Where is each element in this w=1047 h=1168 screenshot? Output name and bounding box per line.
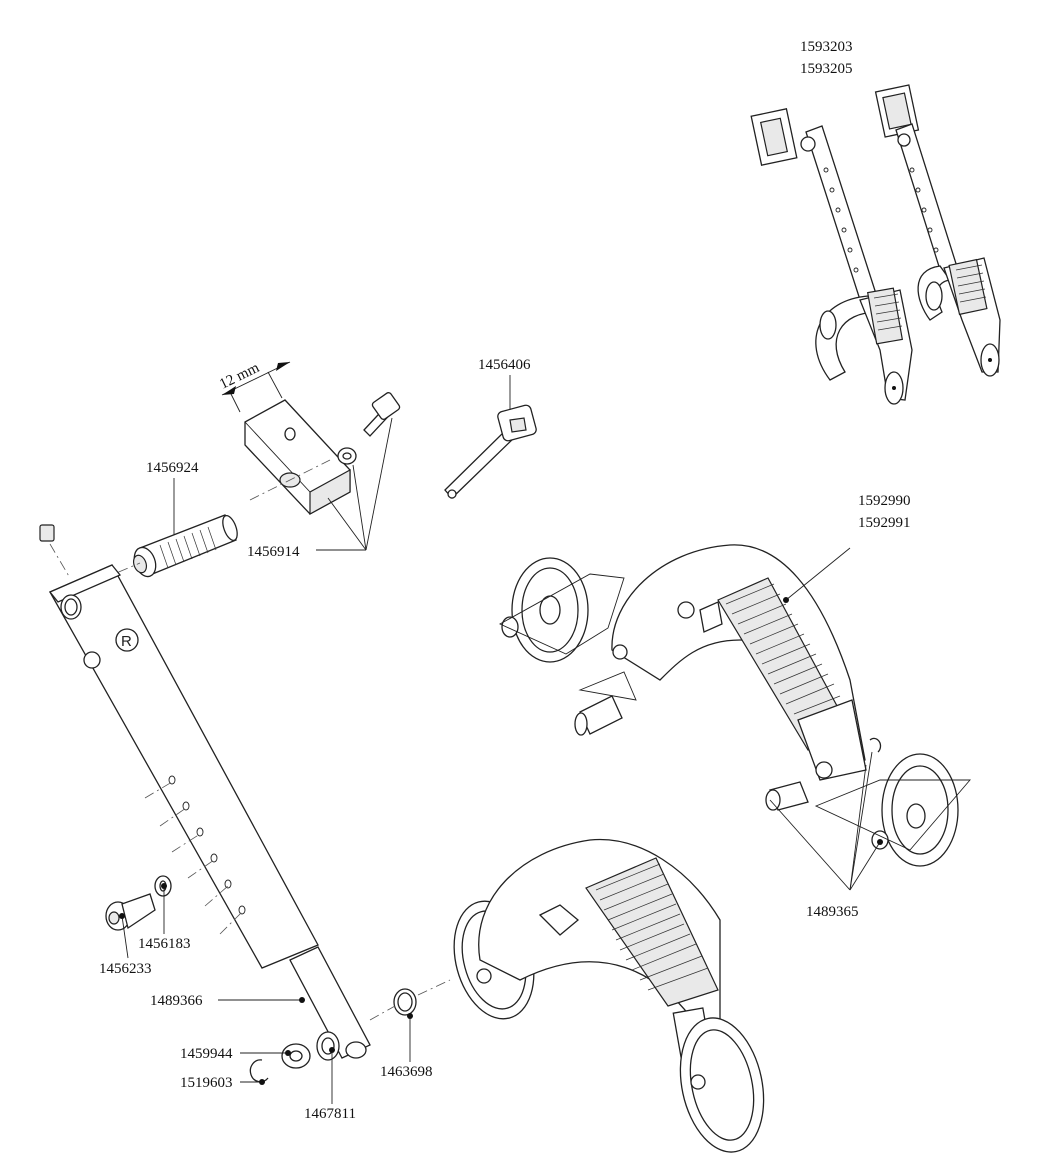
part-label-1519603: 1519603 [180,1075,233,1091]
knurled-pin-1456924 [99,514,238,581]
part-label-1592991: 1592991 [858,515,911,531]
leg-rest-tube: R [48,564,371,1059]
dimension-12mm-label: 12 mm [217,360,262,393]
bracket-illustration: 12 mm [217,360,351,516]
part-label-1456233: 1456233 [99,961,152,977]
svg-text:R: R [121,633,132,650]
part-label-1593205: 1593205 [800,61,853,77]
leg-rest-assembly-right [874,84,1001,377]
leg-rest-assembly-left [750,108,913,405]
part-label-1489365: 1489365 [806,904,859,920]
washer-1459944 [281,1043,311,1069]
part-label-1463698: 1463698 [380,1064,433,1080]
part-label-1456406: 1456406 [478,357,531,373]
footplate-right-exploded [499,544,971,867]
screw-1456233-washer-1456183 [105,875,172,931]
part-label-1456183: 1456183 [138,936,191,952]
assembled-leg-rests-illustration [750,84,1001,405]
leader-lines [119,375,883,1104]
part-label-1489366: 1489366 [150,993,203,1009]
part-label-1592990: 1592990 [858,493,911,509]
part-label-1456914: 1456914 [247,544,300,560]
part-label-1456924: 1456924 [146,460,199,476]
ring-1463698 [369,979,451,1021]
part-label-1467811: 1467811 [304,1106,356,1122]
e-clip-1519603 [249,1059,269,1083]
bushing-1467811 [316,1031,340,1061]
part-label-1459944: 1459944 [180,1046,233,1062]
locking-screw-1456406 [444,404,537,499]
footplate-lower [453,838,765,1153]
screw-washer-1456914 [337,392,401,465]
part-number-labels: 1593203 1593205 1456406 1456924 1456914 … [99,39,911,1122]
set-screw [39,524,71,579]
part-label-1593203: 1593203 [800,39,853,55]
